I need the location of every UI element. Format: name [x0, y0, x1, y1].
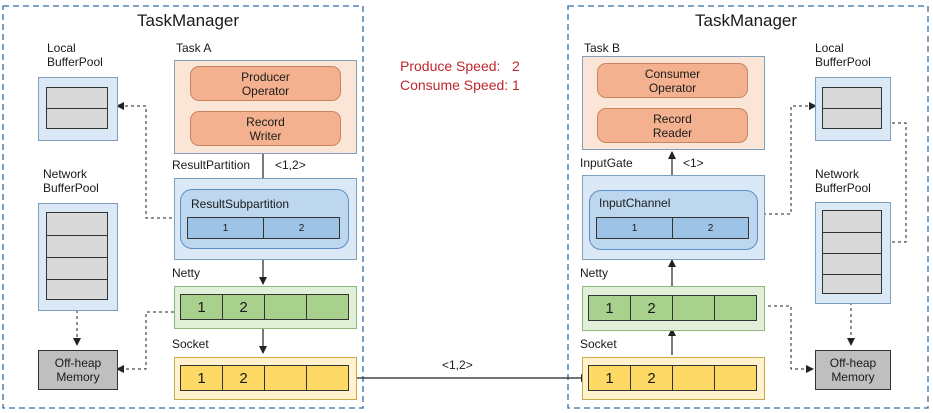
netty-b-cell: [672, 295, 715, 321]
producer-operator: Producer Operator: [190, 66, 341, 101]
subpartition-cell: 2: [263, 217, 340, 239]
netty-a-label: Netty: [172, 266, 201, 280]
local-bufferpool-b-label: Local BufferPool: [815, 41, 871, 69]
consume-speed-value: 1: [512, 77, 520, 93]
channel-cell: 1: [596, 217, 673, 239]
transfer-label: <1,2>: [442, 358, 473, 372]
produce-speed-label: Produce Speed:: [400, 58, 501, 74]
socket-a-cell: 2: [222, 365, 265, 391]
result-subpartition-label: ResultSubpartition: [191, 197, 290, 211]
socket-a-cell: 1: [180, 365, 223, 391]
socket-b-cell: [672, 365, 715, 391]
netty-a-cell: [306, 294, 349, 320]
network-bufferpool-b-label: Network BufferPool: [815, 167, 871, 195]
netty-a-cell: 2: [222, 294, 265, 320]
record-writer: Record Writer: [190, 111, 341, 146]
task-b-label: Task B: [584, 41, 621, 55]
produce-speed-row: Produce Speed: 2: [400, 58, 540, 74]
flow-label-b: <1>: [683, 156, 704, 170]
netty-to-offheap-right-dashed: [762, 305, 814, 373]
socket-a-cell: [306, 365, 349, 391]
network-bufferpool-a-label: Network BufferPool: [43, 167, 99, 195]
taskmanager-b-frame: [567, 5, 929, 409]
netty-to-offheap-dashed: [116, 311, 174, 373]
offheap-memory-a: Off-heap Memory: [38, 350, 118, 390]
socket-b-cell: 2: [630, 365, 673, 391]
record-reader: Record Reader: [597, 108, 748, 143]
subpartition-cell: 1: [187, 217, 264, 239]
produce-speed-value: 2: [512, 58, 520, 74]
socket-b-label: Socket: [580, 337, 617, 351]
netty-b-cell: 1: [588, 295, 631, 321]
netty-b-cell: 2: [630, 295, 673, 321]
socket-a-cell: [264, 365, 307, 391]
taskmanager-a-frame: [2, 5, 364, 409]
netty-a-cell: [264, 294, 307, 320]
consume-speed-row: Consume Speed: 1: [400, 77, 540, 93]
input-gate-label: InputGate: [580, 156, 633, 170]
network-buffer-a-stack: [46, 212, 108, 300]
taskmanager-a-title: TaskManager: [137, 11, 240, 30]
channel-cell: 2: [672, 217, 749, 239]
task-a-label: Task A: [176, 41, 212, 55]
network-buffer-b-stack: [822, 210, 882, 294]
consume-speed-label: Consume Speed:: [400, 77, 509, 93]
local-buffer-a-stack: [46, 87, 108, 129]
netty-a-cell: 1: [180, 294, 223, 320]
socket-b-cell: [714, 365, 757, 391]
netty-b-label: Netty: [580, 266, 609, 280]
socket-b-cell: 1: [588, 365, 631, 391]
flow-label-a: <1,2>: [275, 158, 306, 172]
consumer-operator: Consumer Operator: [597, 63, 748, 98]
subpartition-to-localpool-dashed: [116, 102, 178, 219]
local-buffer-b-stack: [822, 87, 882, 129]
socket-a-label: Socket: [172, 337, 209, 351]
channel-to-localpool-dashed: [763, 102, 817, 215]
networkpool-to-channel-dashed: [879, 119, 907, 243]
result-partition-label: ResultPartition: [172, 158, 251, 172]
taskmanager-b-title: TaskManager: [695, 11, 798, 30]
offheap-memory-b: Off-heap Memory: [815, 350, 891, 390]
netty-b-cell: [714, 295, 757, 321]
input-channel-label: InputChannel: [599, 196, 671, 210]
local-bufferpool-a-label: Local BufferPool: [47, 41, 103, 69]
